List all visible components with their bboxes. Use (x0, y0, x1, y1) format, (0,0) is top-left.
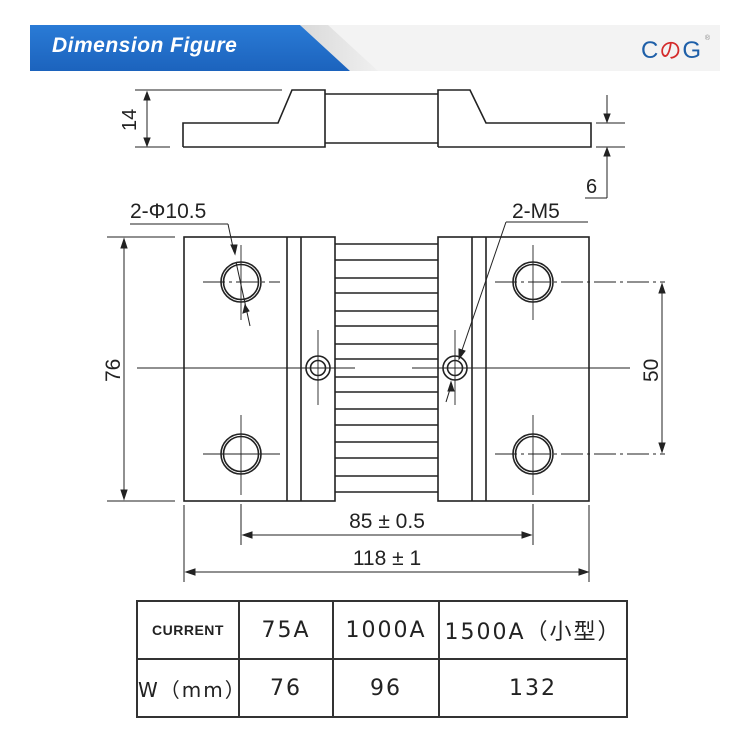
page-title: Dimension Figure (52, 34, 238, 57)
row-label: CURRENT (136, 600, 240, 660)
header-banner: Dimension Figure CのG® (30, 25, 720, 71)
centerlines (137, 245, 665, 495)
overall-width-label: 118 ± 1 (353, 547, 421, 570)
table-cell: 132 (438, 658, 628, 718)
side-view-dimensions (135, 89, 625, 199)
hole-spacing-label: 50 (640, 359, 663, 382)
table-cell: 1500A（小型） (438, 600, 628, 660)
top-view (183, 236, 590, 502)
brand-logo: CのG® (640, 35, 711, 64)
table-row-width: W（mm） 76 96 132 (136, 658, 628, 718)
table-row-current: CURRENT 75A 1000A 1500A（小型） (136, 600, 628, 660)
spec-table: CURRENT 75A 1000A 1500A（小型） W（mm） 76 96 … (136, 600, 628, 718)
row-label: W（mm） (136, 658, 245, 718)
height-76-label: 76 (102, 359, 125, 382)
hole-diameter-label: 2-Φ10.5 (130, 200, 206, 223)
table-cell: 75A (238, 600, 334, 660)
table-cell: 96 (332, 658, 440, 718)
fins (335, 243, 438, 493)
table-cell: 76 (238, 658, 334, 718)
side-height-label: 14 (119, 109, 141, 131)
side-view (182, 89, 592, 148)
screw-label: 2-M5 (512, 200, 560, 223)
dimension-drawing: 14 6 (102, 89, 666, 582)
banner-blue-tab (30, 25, 350, 71)
top-view-dimensions (107, 221, 666, 582)
inner-width-label: 85 ± 0.5 (349, 510, 425, 533)
table-cell: 1000A (332, 600, 440, 660)
side-thickness-label: 6 (586, 176, 597, 198)
